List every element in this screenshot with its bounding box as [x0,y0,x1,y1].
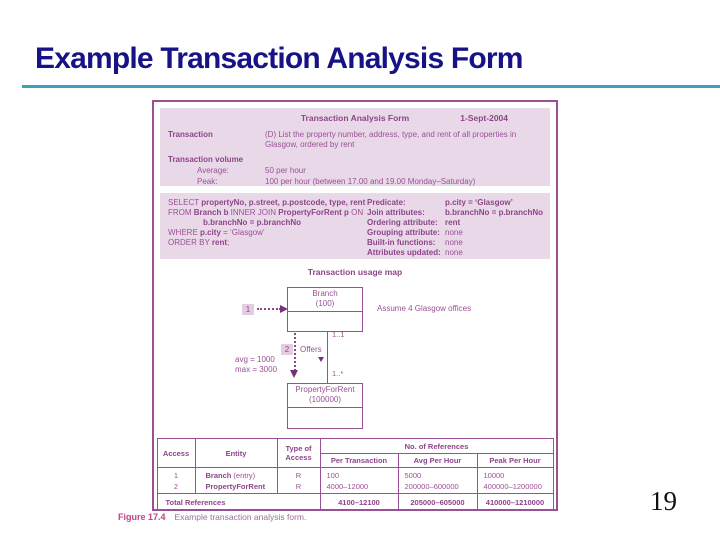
access-cell-1: 1 [173,471,179,480]
col-header-per-transaction: Per Transaction [319,453,399,468]
avg-cell-1: 5000 [404,471,422,480]
col-header-entity: Entity [194,438,278,468]
transaction-volume-label: Transaction volume [168,155,244,164]
ordering-attribute-row: Ordering attribute:rent [367,218,461,227]
sql-line-on: b.branchNo = p.branchNo [203,218,302,227]
usage-map-title: Transaction usage map [307,267,403,277]
avg-annotation: avg = 1000 [235,355,275,364]
join-attributes-row: Join attributes:b.branchNo = p.branchNo [367,208,544,217]
access-2-arrowhead-icon [290,370,298,378]
average-value: 50 per hour [265,166,306,175]
attributes-updated-row: Attributes updated:none [367,248,463,257]
peak-label: Peak: [197,177,218,186]
entity-cell-1: Branch (entry) [205,471,256,480]
cardinality-top: 1..1 [332,330,345,339]
type-cell-2: R [295,482,302,491]
total-per-transaction: 4100–12100 [319,493,399,511]
builtin-functions-row: Built-in functions:none [367,238,463,247]
cardinality-bottom: 1..* [332,369,344,378]
type-cell-1: R [295,471,302,480]
transaction-row: Transaction (D) List the property number… [168,130,542,150]
propertyforrent-entity-count: (100000) [308,395,342,404]
peak-cell-1: 10000 [483,471,505,480]
col-header-type-of-access: Type of Access [276,438,321,468]
volume-peak-row: Peak: 100 per hour (between 17.00 and 19… [197,177,542,187]
sql-analysis-panel: SELECT propertyNo, p.street, p.postcode,… [160,193,550,259]
branch-entity-name: Branch [312,289,338,298]
sql-line-orderby: ORDER BY rent; [168,238,230,247]
col-header-access: Access [156,438,196,468]
access-1-badge: 1 [242,304,254,315]
peak-value: 100 per hour (between 17.00 and 19.00 Mo… [265,177,476,186]
branch-entity-count: (100) [315,299,335,308]
access-2-dotted-line [294,333,296,371]
pertx-cell-2: 4000–12000 [326,482,369,491]
col-header-avg-per-hour: Avg Per Hour [397,453,478,468]
branch-entity-box: Branch (100) [287,287,363,332]
form-title: Transaction Analysis Form [300,113,410,123]
peak-cell-2: 400000–1200000 [483,482,542,491]
predicate-row: Predicate:p.city = ‘Glasgow’ [367,198,513,207]
access-2-badge: 2 [281,344,293,355]
figure-number: Figure 17.4 [118,512,166,522]
figure-caption-text: Example transaction analysis form. [174,512,307,522]
figure-caption: Figure 17.4 Example transaction analysis … [118,512,306,522]
table-total-row: Total References 4100–12100 205000–60500… [156,493,554,511]
sql-statement: SELECT propertyNo, p.street, p.postcode,… [168,198,367,259]
grouping-attribute-row: Grouping attribute:none [367,228,463,237]
access-1-dotted-line [257,308,281,310]
form-date: 1-Sept-2004 [460,113,508,123]
propertyforrent-entity-box: PropertyForRent (100000) [287,383,363,429]
slide-page-number: 19 [650,486,677,516]
entity-cell-2: PropertyForRent [205,482,266,491]
sql-line-where: WHERE p.city = ‘Glasgow’ [168,228,265,237]
total-avg-per-hour: 205000–605000 [397,493,478,511]
max-annotation: max = 3000 [235,365,278,374]
table-data-rows: 1 2 Branch (entry) PropertyForRent R R 1… [156,467,554,494]
total-peak-per-hour: 410000–1210000 [476,493,554,511]
form-header-panel: Transaction Analysis Form 1-Sept-2004 Tr… [160,108,550,186]
volume-average-row: Average: 50 per hour [197,166,542,176]
relationship-line [327,331,328,384]
pertx-cell-1: 100 [326,471,340,480]
slide-title: Example Transaction Analysis Form [35,42,523,75]
offers-relationship-label: Offers [300,345,322,354]
title-underline-rule [22,85,720,88]
average-label: Average: [197,166,229,175]
access-1-arrowhead-icon [280,305,288,313]
transaction-usage-map: Transaction usage map Branch (100) 1 Ass… [154,259,556,435]
analysis-attributes: Predicate:p.city = ‘Glasgow’ Join attrib… [367,198,550,259]
col-header-peak-per-hour: Peak Per Hour [476,453,554,468]
access-cell-2: 2 [173,482,179,491]
avg-cell-2: 200000–600000 [404,482,459,491]
sql-line-from: FROM Branch b INNER JOIN PropertyForRent… [168,208,364,217]
references-table: Access Entity Type of Access No. of Refe… [156,438,554,511]
propertyforrent-entity-name: PropertyForRent [295,385,355,394]
col-header-no-of-references: No. of References [319,438,554,454]
offers-direction-arrow-icon [318,357,324,362]
transaction-analysis-figure: Transaction Analysis Form 1-Sept-2004 Tr… [152,100,558,511]
glasgow-offices-annotation: Assume 4 Glasgow offices [377,304,472,313]
sql-line-select: SELECT propertyNo, p.street, p.postcode,… [168,198,366,207]
transaction-label: Transaction [168,130,213,139]
transaction-description: (D) List the property number, address, t… [265,130,517,149]
total-references-label: Total References [156,493,321,511]
